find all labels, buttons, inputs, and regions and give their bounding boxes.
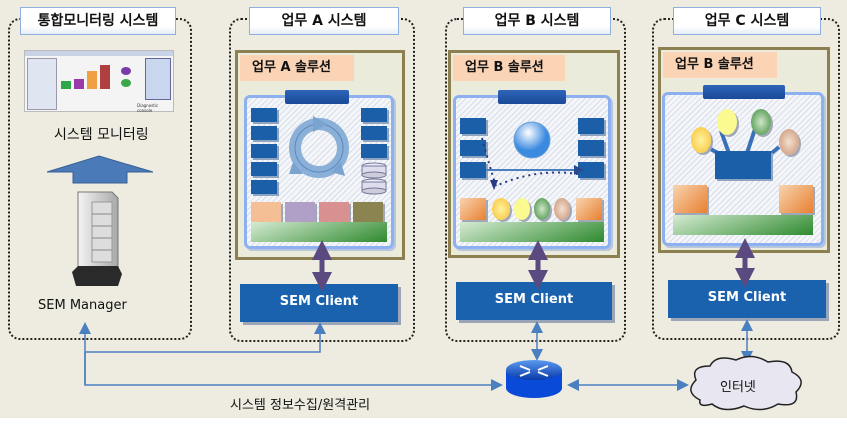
refresh-cycle-icon — [289, 116, 349, 178]
purple-connectors — [312, 238, 755, 292]
server-icon — [72, 191, 122, 286]
data-flow-icon — [481, 121, 584, 190]
internet-label: 인터넷 — [720, 380, 756, 395]
system-c-title: 업무 C 시스템 — [673, 7, 821, 35]
database-icon — [361, 162, 387, 195]
up-arrow-icon — [46, 155, 154, 184]
system-a-title: 업무 A 시스템 — [249, 7, 399, 35]
solution-c-illustration — [662, 85, 824, 246]
system-a-solution-label: 업무 A 솔루션 — [240, 55, 354, 81]
system-a-solution-frame: 업무 A 솔루션 — [235, 50, 405, 260]
system-a-sem-client: SEM Client — [240, 284, 398, 322]
system-b-solution-label: 업무 B 솔루션 — [453, 55, 565, 81]
system-info-collection-label: 시스템 정보수집/원격관리 — [230, 398, 371, 413]
system-c-solution-label: 업무 B 솔루션 — [663, 52, 777, 78]
solution-a-illustration — [244, 90, 394, 249]
router-icon — [506, 360, 562, 398]
monitoring-screenshot-thumbnail: Diagnostic console — [24, 50, 174, 113]
system-c-solution-frame: 업무 B 솔루션 — [658, 47, 830, 253]
system-b-solution-frame: 업무 B 솔루션 — [448, 50, 620, 258]
sem-manager-label: SEM Manager — [38, 298, 127, 313]
solution-b-illustration — [453, 90, 611, 249]
system-monitoring-label: 시스템 모니터링 — [54, 127, 149, 143]
monitoring-system-title: 통합모니터링 시스템 — [20, 7, 176, 35]
system-b-title: 업무 B 시스템 — [463, 7, 611, 35]
thumbnail-caption: Diagnostic console — [137, 103, 159, 113]
cloud-icon — [690, 355, 802, 411]
